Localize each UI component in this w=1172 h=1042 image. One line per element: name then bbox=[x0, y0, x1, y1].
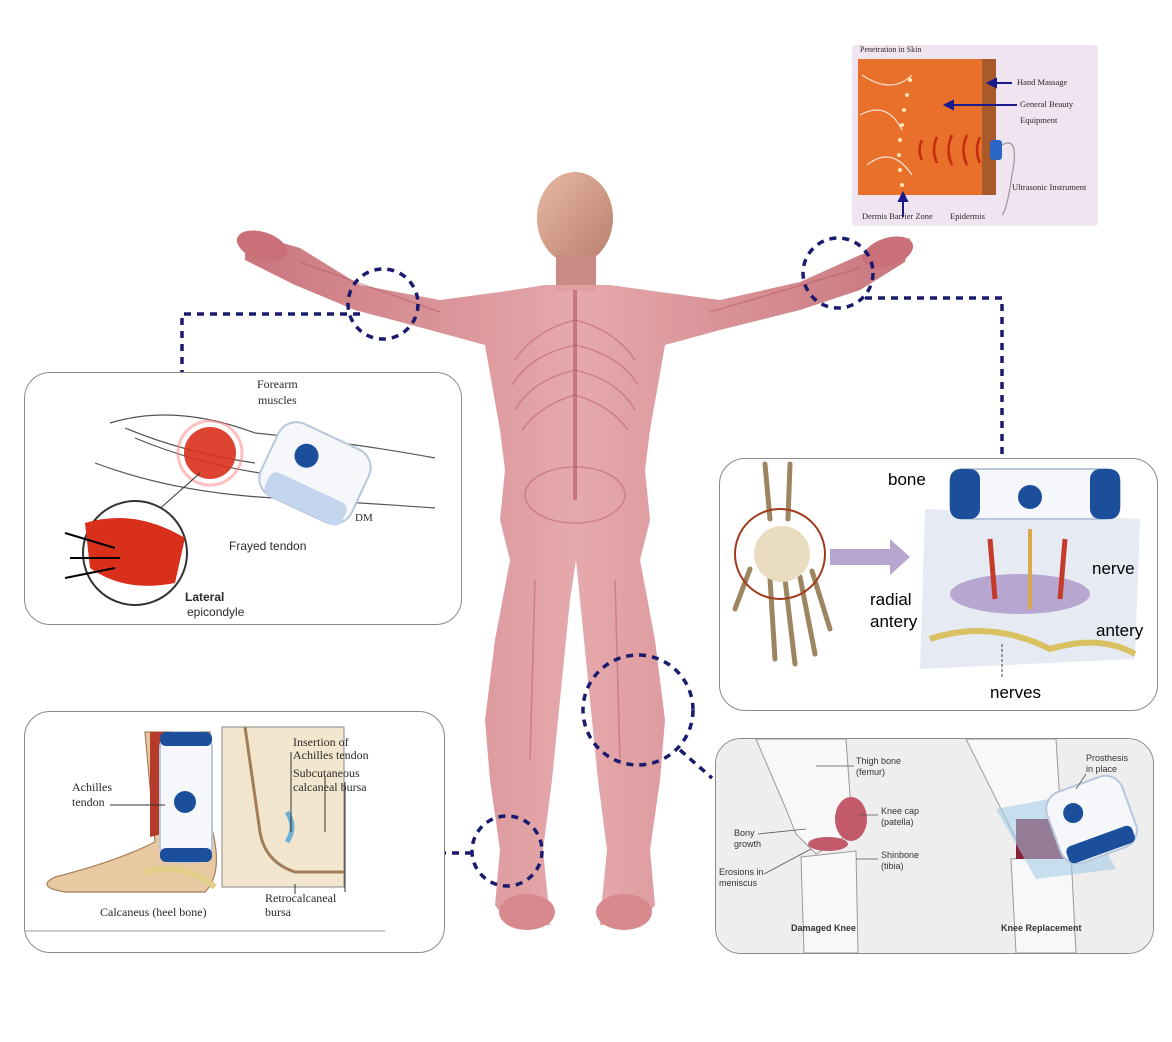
wrist-panel: bone nerve radial antery antery nerves bbox=[719, 458, 1158, 711]
achilles-label: Achilles bbox=[72, 780, 112, 794]
heel-panel: Achilles tendon Insertion of Achilles te… bbox=[24, 711, 445, 953]
bony-label: Bony bbox=[734, 828, 755, 838]
prosthesis-label: Prosthesis bbox=[1086, 753, 1129, 763]
ultrasonic-label: Ultrasonic Instrument bbox=[1012, 182, 1087, 192]
calcaneus-label: Calcaneus (heel bone) bbox=[100, 905, 207, 919]
bursa-label: bursa bbox=[265, 905, 291, 919]
femur-label: (femur) bbox=[856, 767, 885, 777]
tendon-label: tendon bbox=[72, 795, 105, 809]
epicondyle-label: epicondyle bbox=[187, 605, 245, 619]
antery-label-right: antery bbox=[1096, 621, 1144, 640]
subcutaneous-label: Subcutaneous bbox=[293, 766, 360, 780]
forearm-label: Forearm bbox=[257, 377, 298, 391]
general-beauty-label: General Beauty bbox=[1020, 99, 1074, 109]
skin-penetration-inset: Penetration in Skin Hand Massage General… bbox=[852, 45, 1098, 226]
knee-replacement-label: Knee Replacement bbox=[1001, 923, 1082, 933]
retrocalcaneal-label: Retrocalcaneal bbox=[265, 891, 337, 905]
in-place-label: in place bbox=[1086, 764, 1118, 774]
connector-lines bbox=[180, 296, 1004, 855]
calcaneal-bursa-label: calcaneal bursa bbox=[293, 780, 367, 794]
radial-label: radial bbox=[870, 590, 912, 609]
nerve-label: nerve bbox=[1092, 559, 1135, 578]
bone-label: bone bbox=[888, 470, 926, 489]
hand-massage-label: Hand Massage bbox=[1017, 77, 1068, 87]
erosions-label: Erosions in bbox=[719, 867, 764, 877]
meniscus-label: meniscus bbox=[719, 878, 758, 888]
thigh-bone-label: Thigh bone bbox=[856, 756, 902, 766]
elbow-focus-circle bbox=[346, 267, 420, 341]
knee-connector bbox=[678, 748, 714, 780]
artist-signature: DM bbox=[355, 512, 373, 524]
damaged-knee-label: Damaged Knee bbox=[791, 923, 857, 933]
nerves-label: nerves bbox=[990, 683, 1042, 702]
wrist-focus-circle bbox=[801, 236, 875, 310]
body-silhouette bbox=[236, 172, 914, 930]
knee-panel: Thigh bone (femur) Knee cap (patella) Bo… bbox=[715, 738, 1154, 954]
patella-label: (patella) bbox=[881, 817, 914, 827]
focus-circles bbox=[346, 236, 875, 888]
skin-title: Penetration in Skin bbox=[860, 45, 922, 54]
wrist-connector bbox=[865, 296, 1004, 458]
growth-label: growth bbox=[734, 839, 762, 849]
knee-cap-label: Knee cap bbox=[881, 806, 920, 816]
insertion-label: Insertion of bbox=[293, 735, 349, 749]
epidermis-label: Epidermis bbox=[950, 211, 985, 221]
lateral-label: Lateral bbox=[185, 590, 225, 604]
knee-focus-circle bbox=[581, 653, 695, 767]
tibia-label: (tibia) bbox=[881, 861, 904, 871]
elbow-connector bbox=[180, 312, 360, 372]
shinbone-label: Shinbone bbox=[881, 850, 920, 860]
achilles-tendon-label: Achilles tendon bbox=[293, 748, 369, 762]
elbow-panel: Forearm muscles Frayed tendon Lateral ep… bbox=[24, 372, 462, 625]
muscles-label: muscles bbox=[258, 393, 297, 407]
heel-focus-circle bbox=[470, 814, 544, 888]
equipment-label: Equipment bbox=[1020, 115, 1058, 125]
frayed-tendon-label: Frayed tendon bbox=[229, 539, 307, 553]
dermis-barrier-label: Dermis Barrier Zone bbox=[862, 211, 933, 221]
antery-label-left: antery bbox=[870, 612, 918, 631]
